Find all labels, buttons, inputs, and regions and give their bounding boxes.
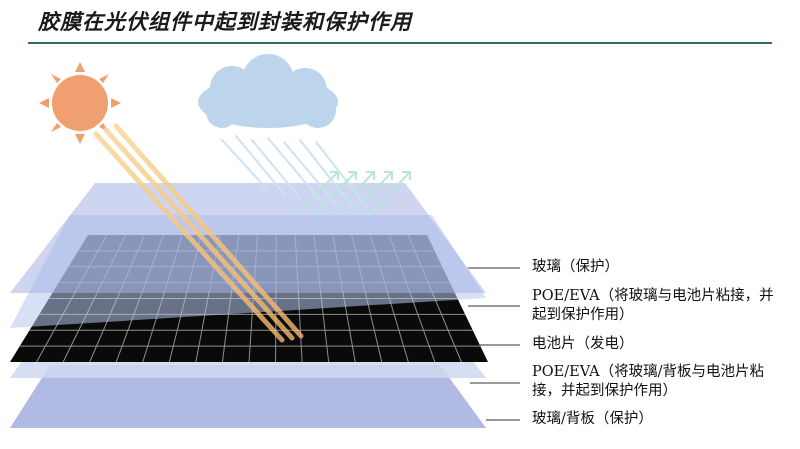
label-backsheet: 玻璃/背板（保护） (532, 411, 653, 427)
label-eva-bottom: POE/EVA（将玻璃/背板与电池片粘接，并起到保护作用） (532, 364, 765, 399)
page-title: 胶膜在光伏组件中起到封装和保护作用 (38, 10, 412, 34)
layer-glass-top (10, 183, 486, 293)
cloud-icon (198, 54, 338, 128)
label-eva-top: POE/EVA（将玻璃与电池片粘接，并起到保护作用） (532, 288, 774, 323)
sun-icon (39, 62, 121, 144)
rain-icon (221, 135, 367, 207)
reflection-arrows-icon (297, 171, 411, 217)
label-leader-lines (468, 267, 520, 421)
label-cell: 电池片（发电） (532, 336, 634, 352)
label-glass-top: 玻璃（保护） (532, 259, 619, 275)
layer-backsheet (10, 365, 486, 428)
title-divider (28, 42, 772, 44)
sunlight-rays (93, 123, 304, 343)
